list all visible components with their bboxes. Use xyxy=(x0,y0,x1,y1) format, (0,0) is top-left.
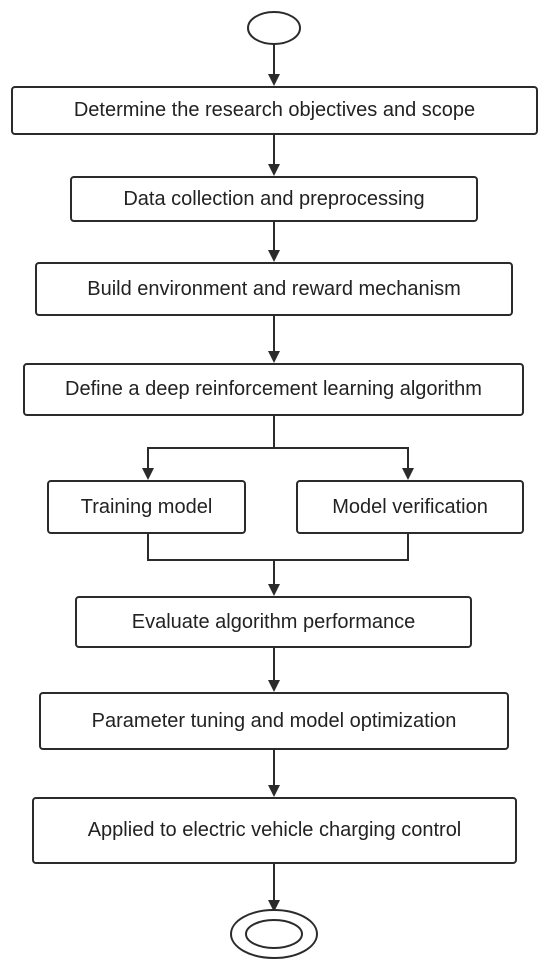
step-data-collection-label: Data collection and preprocessing xyxy=(123,187,425,210)
start-terminal xyxy=(247,11,301,45)
step-evaluate-performance: Evaluate algorithm performance xyxy=(75,596,472,648)
step-build-environment-label: Build environment and reward mechanism xyxy=(87,277,461,300)
step-objectives-label: Determine the research objectives and sc… xyxy=(73,99,476,121)
step-build-environment: Build environment and reward mechanism xyxy=(35,262,513,316)
split-connector xyxy=(142,416,275,480)
step-define-algorithm: Define a deep reinforcement learning alg… xyxy=(23,363,524,416)
step-parameter-tuning-label: Parameter tuning and model optimization xyxy=(91,709,457,732)
step-training-model: Training model xyxy=(47,480,246,534)
step-applied-ev-charging: Applied to electric vehicle charging con… xyxy=(32,797,517,864)
step-model-verification-label: Model verification xyxy=(332,495,488,518)
split-connector-right xyxy=(274,447,414,480)
end-terminal-inner xyxy=(245,919,303,949)
step-data-collection: Data collection and preprocessing xyxy=(70,176,478,222)
step-objectives: Determine the research objectives and sc… xyxy=(11,86,538,135)
step-evaluate-performance-label: Evaluate algorithm performance xyxy=(131,610,416,633)
step-applied-ev-charging-label: Applied to electric vehicle charging con… xyxy=(87,819,462,841)
step-training-model-label: Training model xyxy=(80,495,213,518)
step-parameter-tuning: Parameter tuning and model optimization xyxy=(39,692,509,750)
step-model-verification: Model verification xyxy=(296,480,524,534)
merge-connector xyxy=(147,534,409,561)
step-define-algorithm-label: Define a deep reinforcement learning alg… xyxy=(65,378,482,400)
